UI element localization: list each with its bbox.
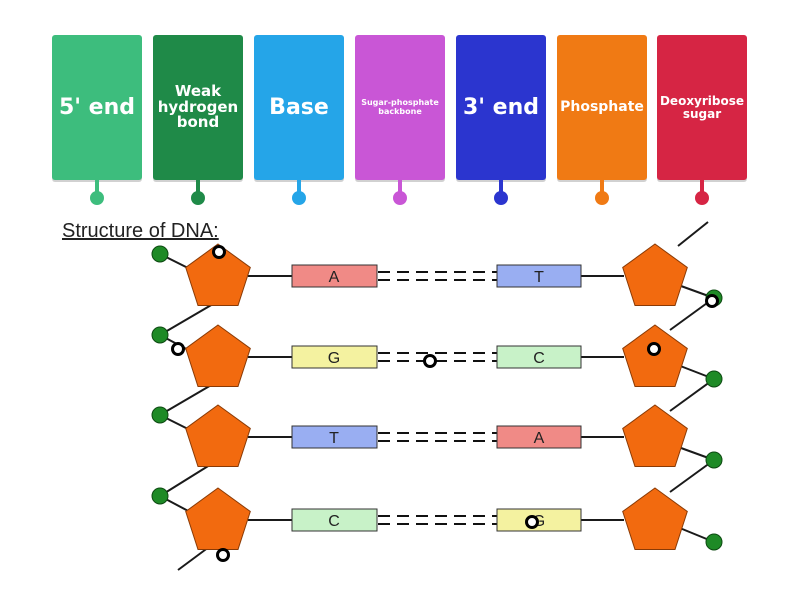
- drop-zone-marker[interactable]: [525, 515, 539, 529]
- phosphate-circle: [705, 370, 723, 388]
- card-sugar-phosphate-backbone[interactable]: Sugar-phosphate backbone: [355, 35, 445, 180]
- drop-zone-marker[interactable]: [171, 342, 185, 356]
- drop-zone-marker[interactable]: [705, 294, 719, 308]
- phosphate-circle: [705, 533, 723, 551]
- base-box: [496, 508, 582, 532]
- base-box: [291, 264, 378, 288]
- base-letter: A: [329, 269, 340, 286]
- base-box: [496, 264, 582, 288]
- card-pin-dot: [393, 191, 407, 205]
- card-pin-stem: [95, 180, 99, 193]
- phosphate-circle: [151, 406, 169, 424]
- base-letter: T: [329, 430, 339, 447]
- card-pin-dot: [292, 191, 306, 205]
- deoxyribose-sugar-pentagon: [185, 487, 251, 550]
- base-letter: A: [534, 430, 545, 447]
- phosphate-circle: [151, 245, 169, 263]
- card-label: Phosphate: [560, 99, 644, 116]
- base-box: [496, 425, 582, 449]
- card-pin-dot: [90, 191, 104, 205]
- card-phosphate[interactable]: Phosphate: [557, 35, 647, 180]
- card-deoxyribose-sugar[interactable]: Deoxyribose sugar: [657, 35, 747, 180]
- base-box: [291, 425, 378, 449]
- card-label: 3' end: [462, 94, 540, 120]
- card-label: 5' end: [58, 94, 136, 120]
- deoxyribose-sugar-pentagon: [622, 404, 688, 467]
- drop-zone-marker[interactable]: [423, 354, 437, 368]
- phosphate-circle: [151, 326, 169, 344]
- base-box: [496, 345, 582, 369]
- deoxyribose-sugar-pentagon: [622, 487, 688, 550]
- deoxyribose-sugar-pentagon: [185, 324, 251, 387]
- deoxyribose-sugar-pentagon: [622, 243, 688, 306]
- card-label: Weak hydrogen bond: [157, 81, 239, 132]
- card-label: Sugar-phosphate backbone: [361, 98, 439, 116]
- card-pin-dot: [595, 191, 609, 205]
- base-letter: C: [328, 513, 340, 530]
- phosphate-circle: [151, 487, 169, 505]
- card-pin-dot: [494, 191, 508, 205]
- card-pin-stem: [700, 180, 704, 193]
- card-label: Deoxyribose sugar: [659, 93, 745, 121]
- base-letter: G: [328, 350, 340, 367]
- card-label: Base: [269, 94, 329, 120]
- card-pin-stem: [297, 180, 301, 193]
- card-pin-dot: [191, 191, 205, 205]
- base-letter: C: [533, 350, 545, 367]
- diagram-title: Structure of DNA:: [62, 220, 219, 242]
- card-base[interactable]: Base: [254, 35, 344, 180]
- drop-zone-marker[interactable]: [647, 342, 661, 356]
- card-3-prime-end[interactable]: 3' end: [456, 35, 546, 180]
- card-pin-stem: [499, 180, 503, 193]
- card-pin-stem: [196, 180, 200, 193]
- deoxyribose-sugar-pentagon: [185, 404, 251, 467]
- phosphate-circle: [705, 451, 723, 469]
- drop-zone-marker[interactable]: [216, 548, 230, 562]
- base-box: [291, 508, 378, 532]
- card-5-prime-end[interactable]: 5' end: [52, 35, 142, 180]
- card-weak-hydrogen-bond[interactable]: Weak hydrogen bond: [153, 35, 243, 180]
- card-pin-stem: [600, 180, 604, 193]
- deoxyribose-sugar-pentagon: [185, 243, 251, 306]
- drop-zone-marker[interactable]: [212, 245, 226, 259]
- base-box: [291, 345, 378, 369]
- card-pin-stem: [398, 180, 402, 193]
- base-letter: T: [534, 269, 544, 286]
- card-pin-dot: [695, 191, 709, 205]
